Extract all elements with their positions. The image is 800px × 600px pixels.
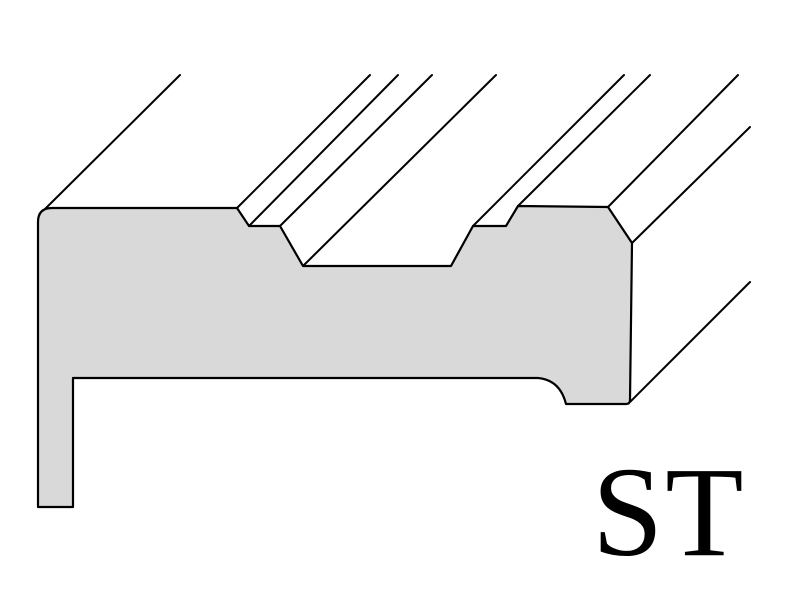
profile-cross-section [36,204,634,509]
profile-label: ST [592,441,746,583]
extrusion-lines [43,74,751,403]
